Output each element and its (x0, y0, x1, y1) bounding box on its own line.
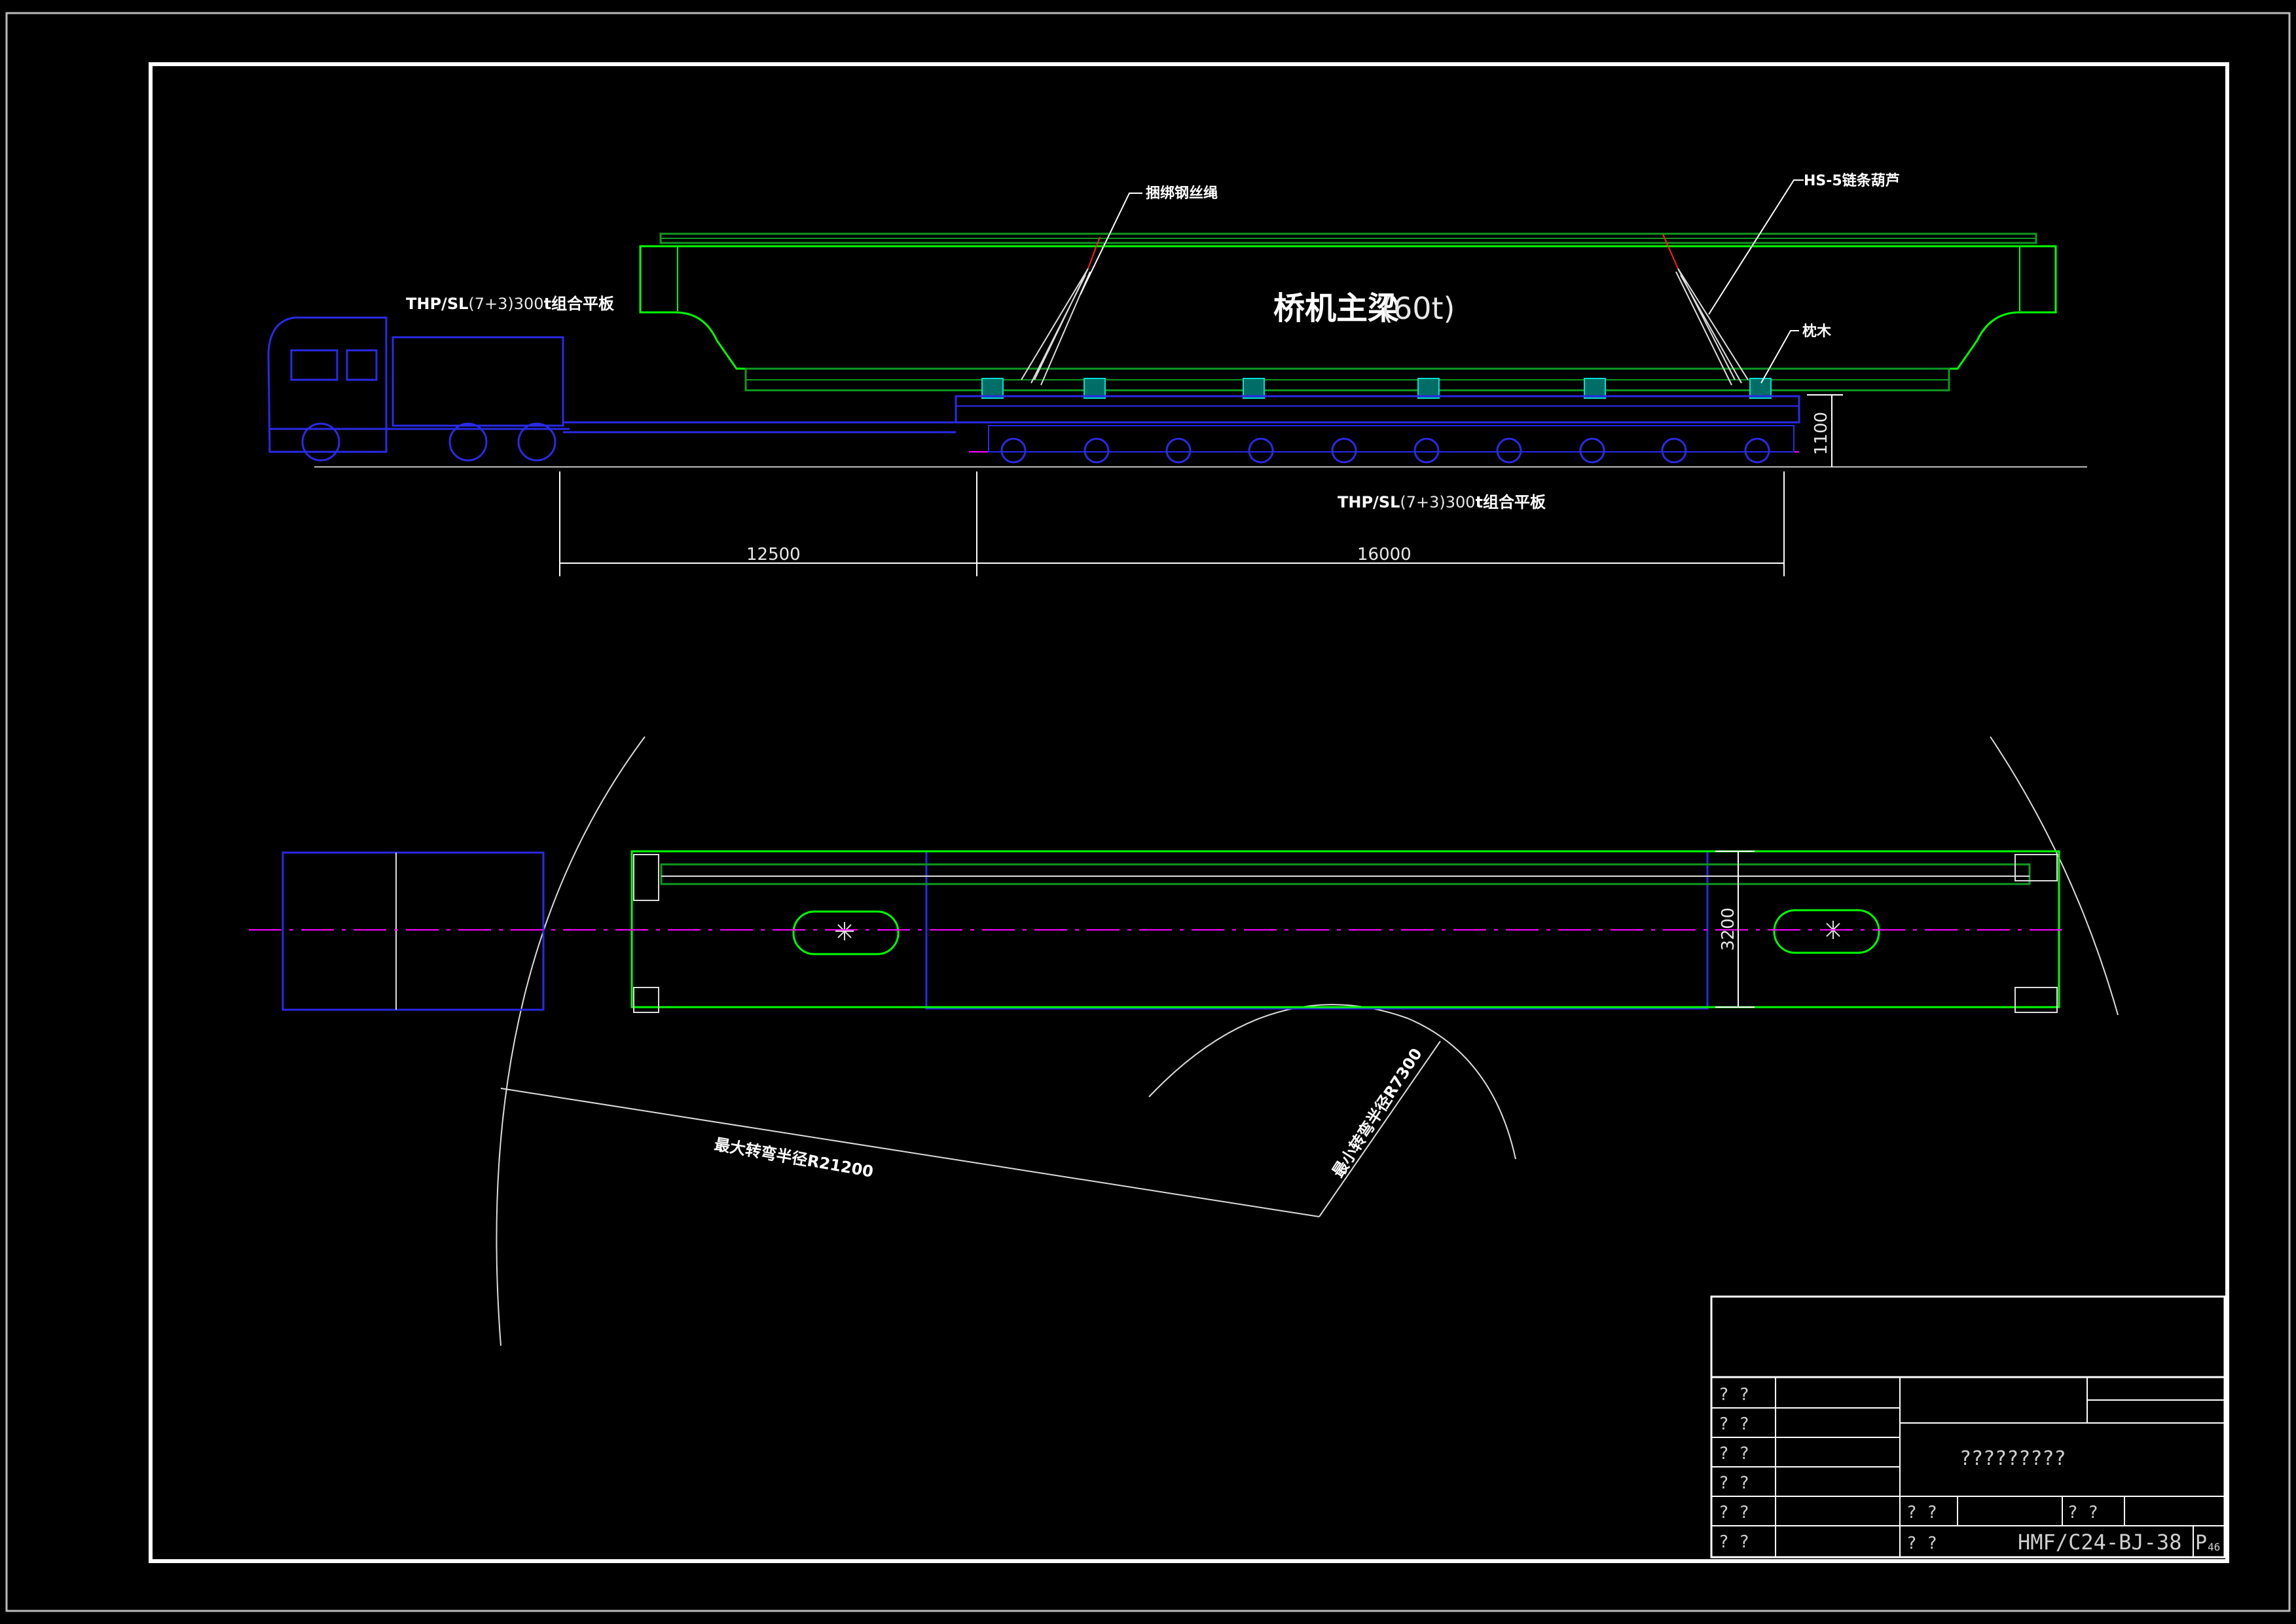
label-trailer-bottom: THP/SL(7+3)300t组合平板 (1338, 493, 1546, 511)
bridge-girder (639, 232, 2057, 392)
girder-weight: (60t) (1381, 291, 1455, 326)
label-binding-rope: 捆绑钢丝绳 (1146, 185, 1218, 202)
dim-deck-height: 1100 (1812, 412, 1831, 455)
label-trailer-top: THP/SL(7+3)300t组合平板 (406, 295, 615, 313)
elevation-view: 桥机主梁 (60t) 捆绑钢丝绳 HS-5链条葫芦 枕木 THP/SL(7+3)… (267, 172, 2087, 576)
tractor-plan (282, 851, 545, 1011)
radius-lines (500, 1041, 1441, 1217)
dim-front-length: 12500 (746, 545, 801, 564)
title-row-2-label: ? ? (1719, 1414, 1749, 1434)
drawing-name: ????????? (1959, 1447, 2066, 1470)
leader-lines (1080, 179, 1804, 384)
label-chain-hoist: HS-5链条葫芦 (1804, 172, 1900, 189)
plan-width-dimension (1715, 851, 1755, 1008)
sleeper-blocks (981, 378, 1772, 399)
binding-slings (1021, 234, 1749, 386)
plan-view: 3200 最大转弯半径R21200 最小转弯半径R7300 (249, 736, 2119, 1346)
drawing-number: HMF/C24-BJ-38 (2018, 1530, 2181, 1555)
title-block (1710, 1295, 2226, 1559)
page-prefix: P (2195, 1532, 2207, 1555)
title-bottom-label-1: ? ? (1906, 1503, 1937, 1522)
title-row-4-label: ? ? (1719, 1473, 1749, 1493)
title-bottom-label-2: ? ? (2068, 1503, 2098, 1522)
tractor-truck (267, 316, 956, 462)
dim-trailer-length: 16000 (1357, 545, 1412, 564)
label-max-turn-radius: 最大转弯半径R21200 (713, 1135, 875, 1181)
sheet-outer-border (5, 12, 2291, 1612)
title-row-3-label: ? ? (1719, 1444, 1749, 1464)
elevation-dimensions (559, 394, 1843, 576)
label-sleeper: 枕木 (1802, 323, 1832, 340)
page-number: 46 (2208, 1541, 2220, 1553)
girder-title: 桥机主梁 (1273, 290, 1399, 327)
trailer-wheels (1000, 437, 1770, 464)
girder-end-plates (633, 854, 2058, 1013)
dim-girder-width: 3200 (1719, 908, 1738, 951)
turning-arcs (496, 736, 2119, 1346)
label-min-turn-radius: 最小转弯半径R7300 (1329, 1045, 1426, 1181)
title-row-6-label: ? ? (1719, 1532, 1749, 1552)
title-row-5-label: ? ? (1719, 1503, 1749, 1522)
title-bottom-label-3: ? ? (1906, 1534, 1937, 1553)
drawing-frame (149, 62, 2229, 1563)
title-row-1-label: ? ? (1719, 1385, 1749, 1405)
modular-trailer (955, 395, 1800, 452)
